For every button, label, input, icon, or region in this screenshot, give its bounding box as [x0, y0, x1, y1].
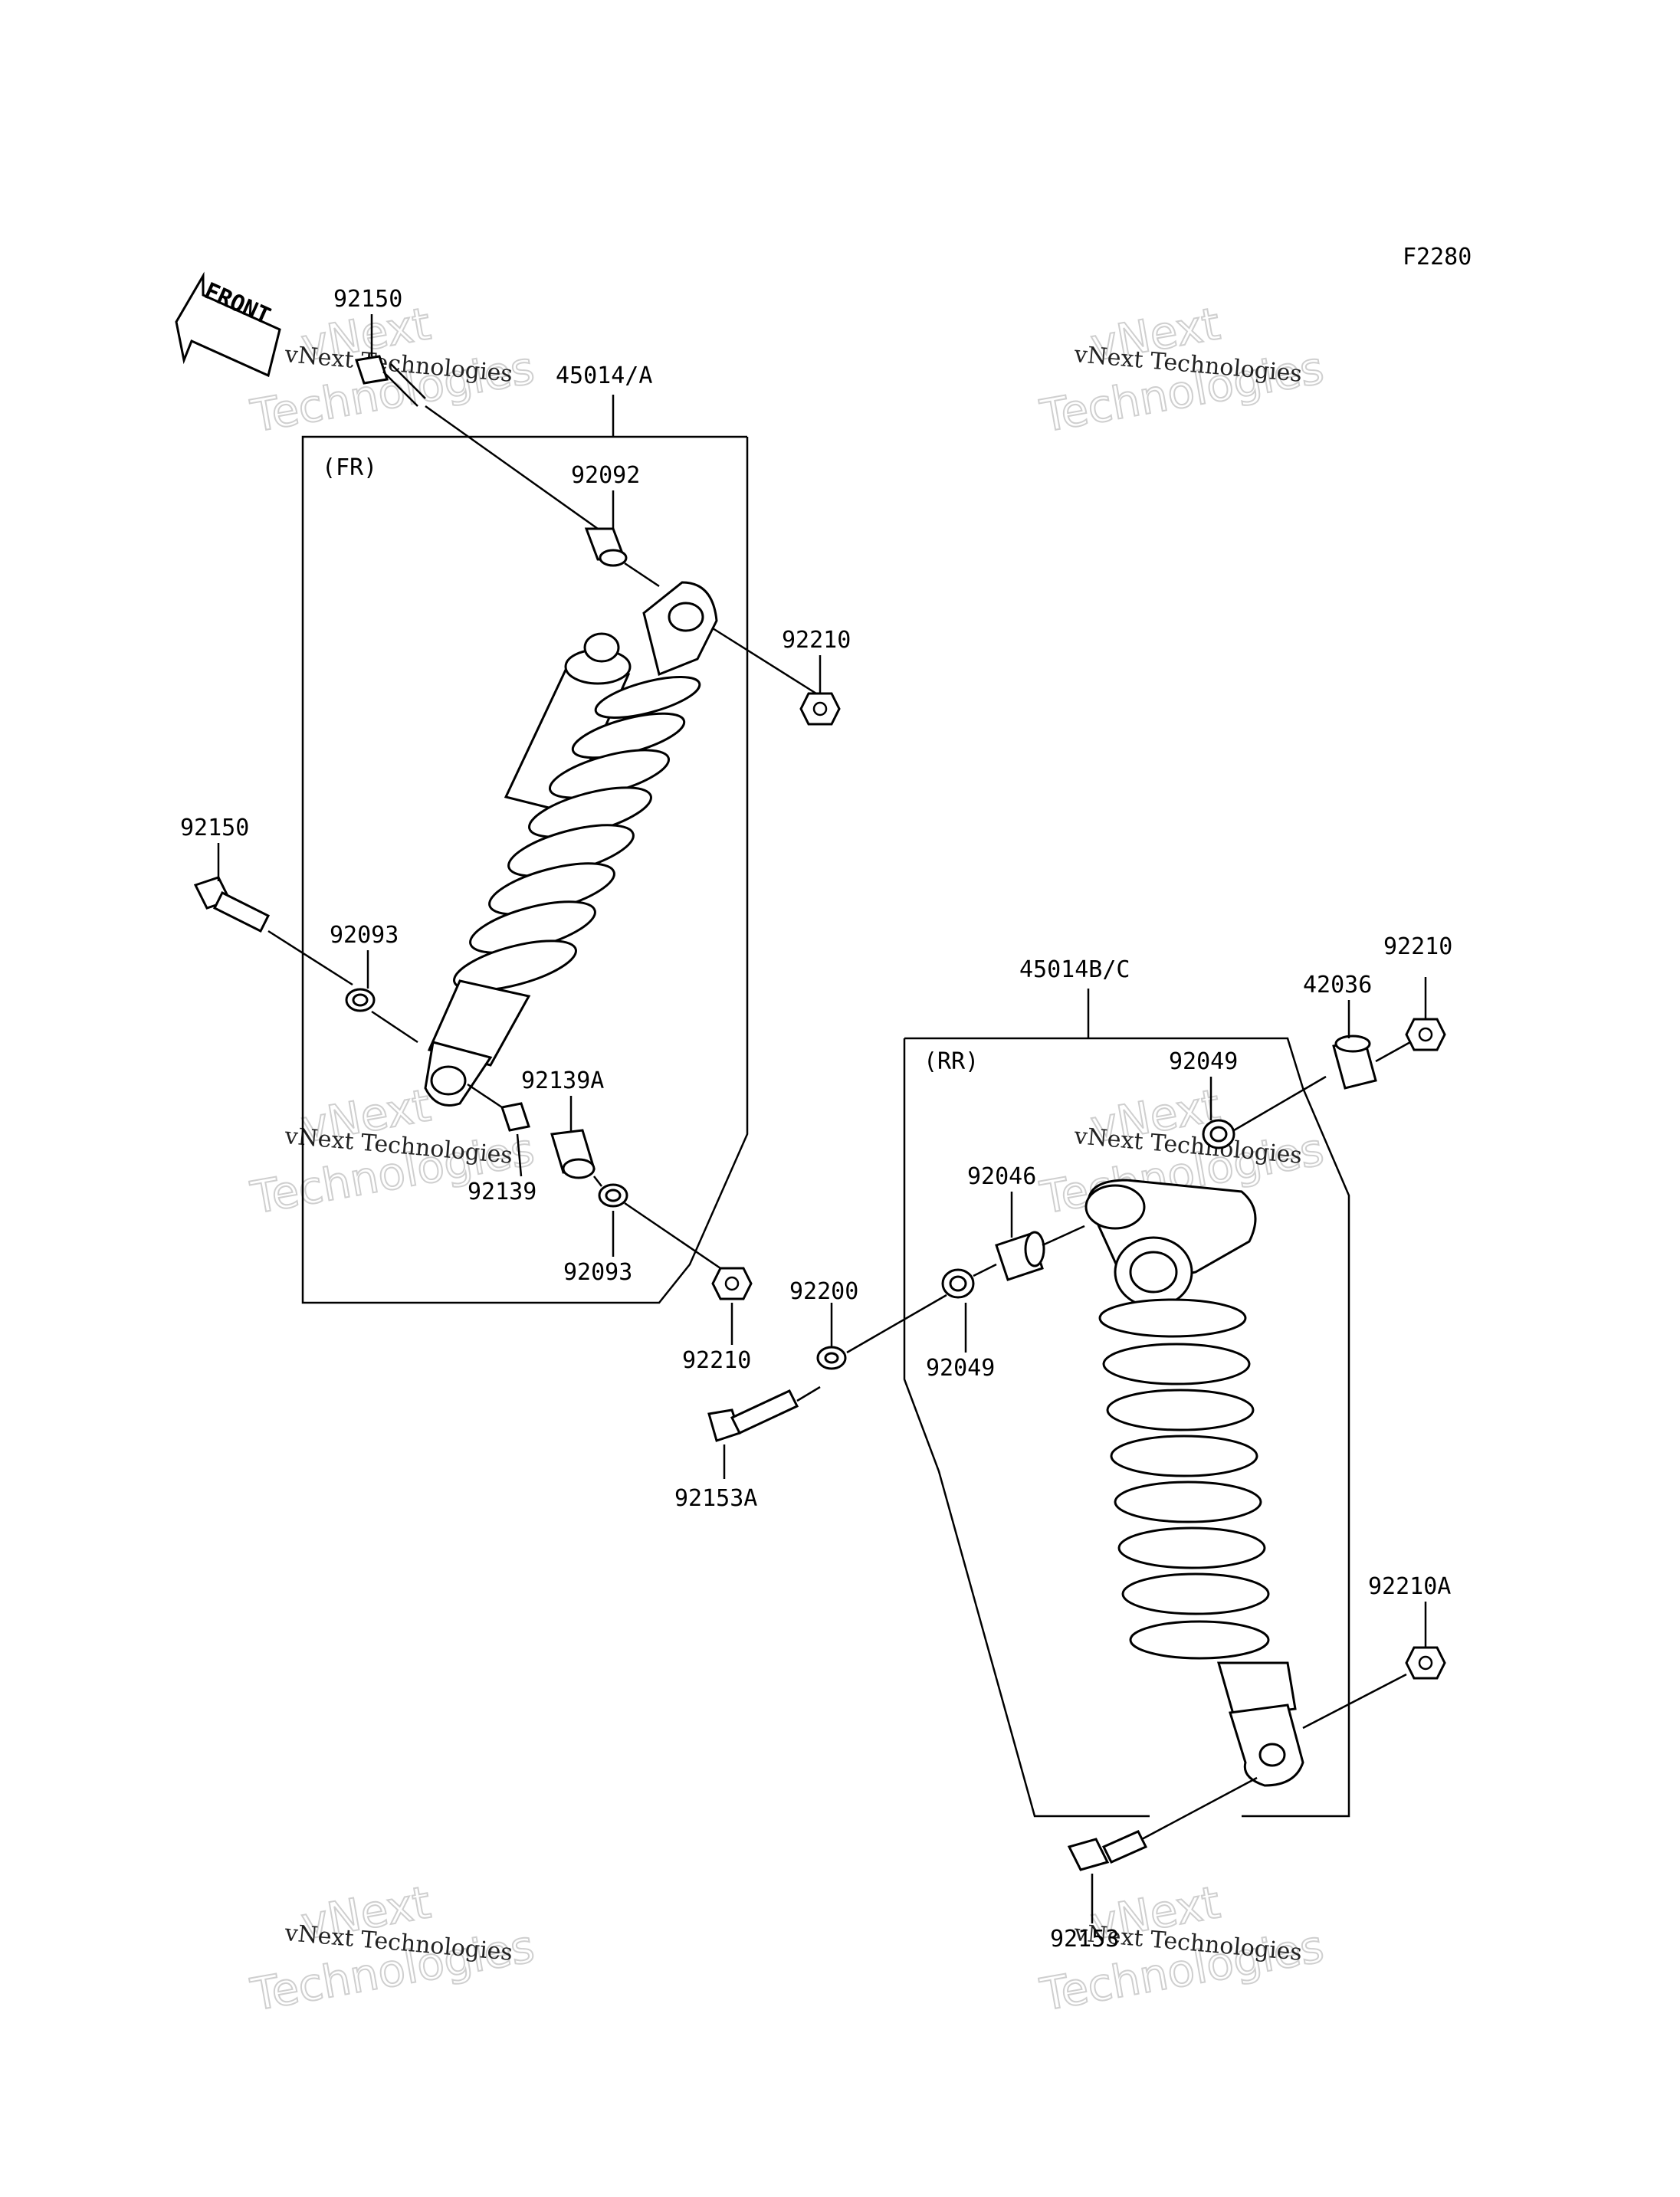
label-92153A: 92153A: [674, 1485, 757, 1512]
collar-92139: [500, 1102, 530, 1132]
rear-assembly-label: 45014B/C: [1019, 956, 1130, 983]
washer-92200: [816, 1346, 847, 1370]
nut-92210-front-top: [799, 692, 841, 726]
bushing-92139A: [550, 1129, 596, 1179]
washer-92093-lower: [598, 1183, 628, 1208]
label-42036: 42036: [1303, 972, 1372, 998]
bearing-92046: [995, 1231, 1045, 1281]
label-92093-lower: 92093: [563, 1259, 632, 1286]
nut-92210-rear: [1405, 1018, 1446, 1051]
bolt-92150-mid: [193, 876, 271, 933]
label-92092: 92092: [571, 462, 640, 489]
rear-group-frame: [903, 989, 1350, 1818]
label-92049-lower: 92049: [926, 1355, 995, 1382]
label-92210-front-top: 92210: [782, 627, 851, 654]
label-92150-top: 92150: [333, 286, 402, 313]
label-92210A: 92210A: [1368, 1573, 1451, 1600]
label-92049-upper: 92049: [1169, 1048, 1238, 1075]
front-shock-absorber: [424, 581, 718, 1107]
label-92153: 92153: [1050, 1926, 1119, 1953]
front-tag-label: (FR): [322, 454, 377, 481]
label-92210-rear: 92210: [1383, 933, 1452, 960]
label-92150-mid: 92150: [180, 815, 249, 841]
collar-92092: [584, 527, 628, 567]
bolt-92153A: [707, 1389, 799, 1442]
nut-92210A: [1405, 1646, 1446, 1680]
seal-92049-lower: [941, 1268, 975, 1299]
collar-42036: [1332, 1035, 1377, 1090]
label-92210-front-bottom: 92210: [682, 1347, 751, 1374]
front-direction-arrow: FRONT: [175, 271, 281, 378]
diagram-code: F2280: [1403, 244, 1472, 271]
rear-tag-label: (RR): [924, 1048, 979, 1075]
label-92200: 92200: [789, 1278, 858, 1305]
rear-spring: [1098, 1298, 1270, 1660]
rear-shock-absorber: [1084, 1179, 1304, 1787]
seal-92049-upper: [1202, 1119, 1235, 1149]
bolt-92150-top: [355, 355, 426, 407]
bolt-92153: [1067, 1830, 1148, 1871]
label-92093-upper: 92093: [330, 922, 399, 949]
label-92139: 92139: [468, 1179, 536, 1205]
label-92046: 92046: [967, 1163, 1036, 1190]
front-assembly-label: 45014/A: [556, 362, 652, 389]
label-92139A: 92139A: [521, 1067, 604, 1094]
front-group-frame: [301, 395, 749, 1304]
washer-92093-upper: [345, 988, 376, 1012]
front-spring: [453, 676, 701, 992]
nut-92210-front-bottom: [711, 1267, 753, 1300]
